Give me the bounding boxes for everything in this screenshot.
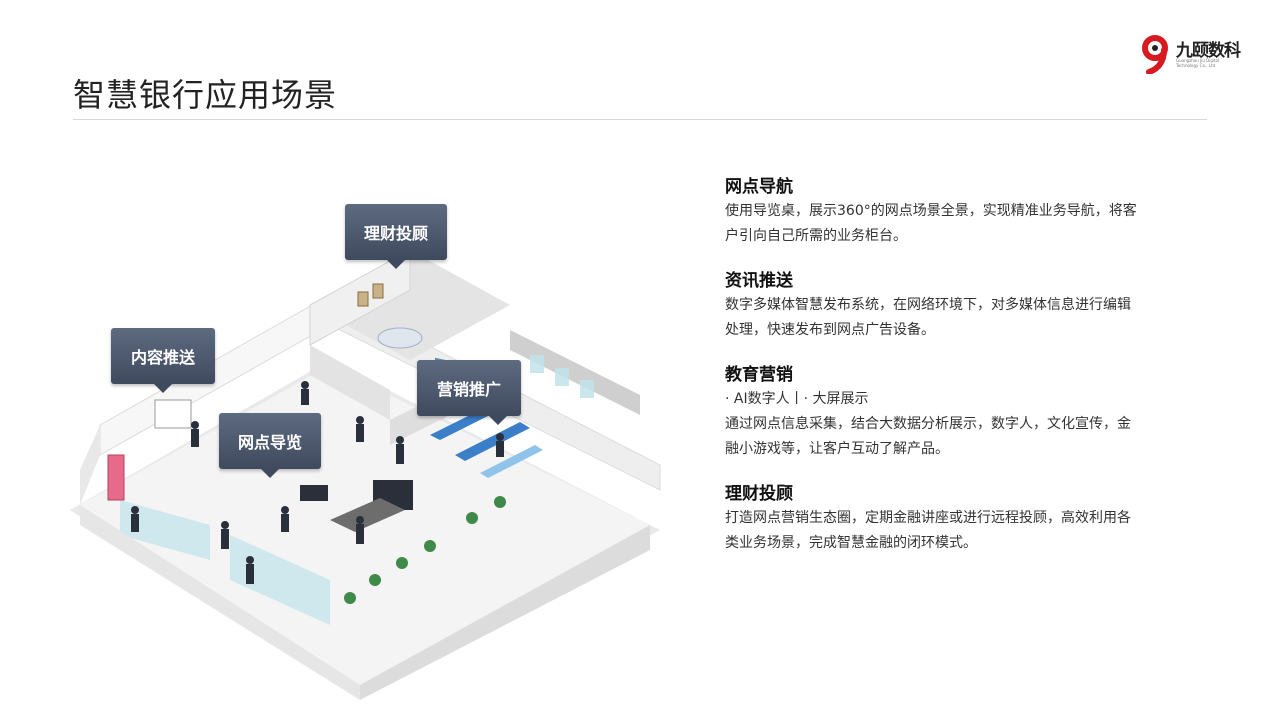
section-title: 网点导航	[725, 177, 793, 197]
section-text-line: 融小游戏等，让客户互动了解产品。	[725, 441, 949, 457]
ad-screen-1	[154, 399, 192, 429]
feature-sections: 网点导航 使用导览桌，展示360°的网点场景全景，实现精准业务导航，将客 户引向…	[725, 175, 1205, 576]
logo-nine-icon	[1142, 35, 1168, 74]
glass-wall-front	[230, 535, 330, 625]
atm-kiosk	[107, 454, 125, 501]
entrance-mat	[330, 498, 405, 532]
section-text-line: 处理，快速发布到网点广告设备。	[725, 322, 935, 338]
section-education-marketing: 教育营销 · AI数字人丨· 大屏展示 通过网点信息采集，结合大数据分析展示，数…	[725, 363, 1205, 462]
front-wall-left	[80, 505, 360, 700]
section-text-line: 使用导览桌，展示360°的网点场景全景，实现精准业务导航，将客	[725, 203, 1137, 219]
glass-wall-left	[120, 500, 210, 560]
bench-2	[455, 422, 530, 461]
section-wealth-advisor: 理财投顾 打造网点营销生态圈，定期金融讲座或进行远程投顾，高效利用各 类业务场景…	[725, 482, 1205, 556]
title-divider	[73, 119, 1207, 120]
front-wall-right	[360, 525, 650, 700]
logo-name: 九颐数科	[1176, 41, 1241, 61]
frame-2	[372, 283, 384, 299]
bank-scene-illustration: 理财投顾 内容推送 营销推广 网点导览	[60, 180, 680, 700]
section-text-line: 打造网点营销生态圈，定期金融讲座或进行远程投顾，高效利用各	[725, 510, 1131, 526]
people	[131, 381, 504, 584]
section-text-line: · AI数字人丨· 大屏展示	[725, 391, 869, 407]
plant-5	[466, 512, 478, 524]
section-title: 理财投顾	[725, 484, 793, 504]
counter-glass-2	[555, 368, 569, 386]
left-wall	[80, 425, 100, 505]
frame-1	[357, 291, 369, 307]
section-navigation: 网点导航 使用导览桌，展示360°的网点场景全景，实现精准业务导航，将客 户引向…	[725, 175, 1205, 249]
nav-table-screen	[300, 485, 328, 501]
counter-glass-1	[530, 355, 544, 373]
plant-3	[396, 557, 408, 569]
section-text-line: 通过网点信息采集，结合大数据分析展示，数字人，文化宣传，金	[725, 416, 1131, 432]
section-title: 教育营销	[725, 365, 793, 385]
logo-subline-1: Guangzhou Jiu Digital	[1176, 58, 1220, 63]
page-title: 智慧银行应用场景	[73, 76, 338, 114]
plant-4	[424, 540, 436, 552]
bench-3	[480, 445, 543, 478]
counter-glass-3	[580, 380, 594, 398]
meeting-table	[377, 327, 423, 349]
section-title: 资讯推送	[725, 271, 793, 291]
logo: 九颐数科 Guangzhou Jiu Digital Technology Co…	[1140, 34, 1250, 74]
callout-wealth-advisor: 理财投顾	[345, 204, 447, 269]
plant-1	[344, 592, 356, 604]
section-text-line: 数字多媒体智慧发布系统，在网络环境下，对多媒体信息进行编辑	[725, 297, 1131, 313]
section-text-line: 类业务场景，完成智慧金融的闭环模式。	[725, 535, 977, 551]
logo-subline-2: Technology Co., Ltd	[1176, 63, 1215, 68]
plant-2	[369, 574, 381, 586]
callout-marketing: 营销推广	[417, 360, 521, 425]
section-info-push: 资讯推送 数字多媒体智慧发布系统，在网络环境下，对多媒体信息进行编辑 处理，快速…	[725, 269, 1205, 343]
plant-6	[494, 496, 506, 508]
section-text-line: 户引向自己所需的业务柜台。	[725, 228, 907, 244]
callout-navigation: 网点导览	[219, 413, 321, 478]
callout-content-push: 内容推送	[111, 328, 215, 393]
counter-area	[510, 330, 640, 415]
partition-wall-1	[310, 345, 390, 420]
